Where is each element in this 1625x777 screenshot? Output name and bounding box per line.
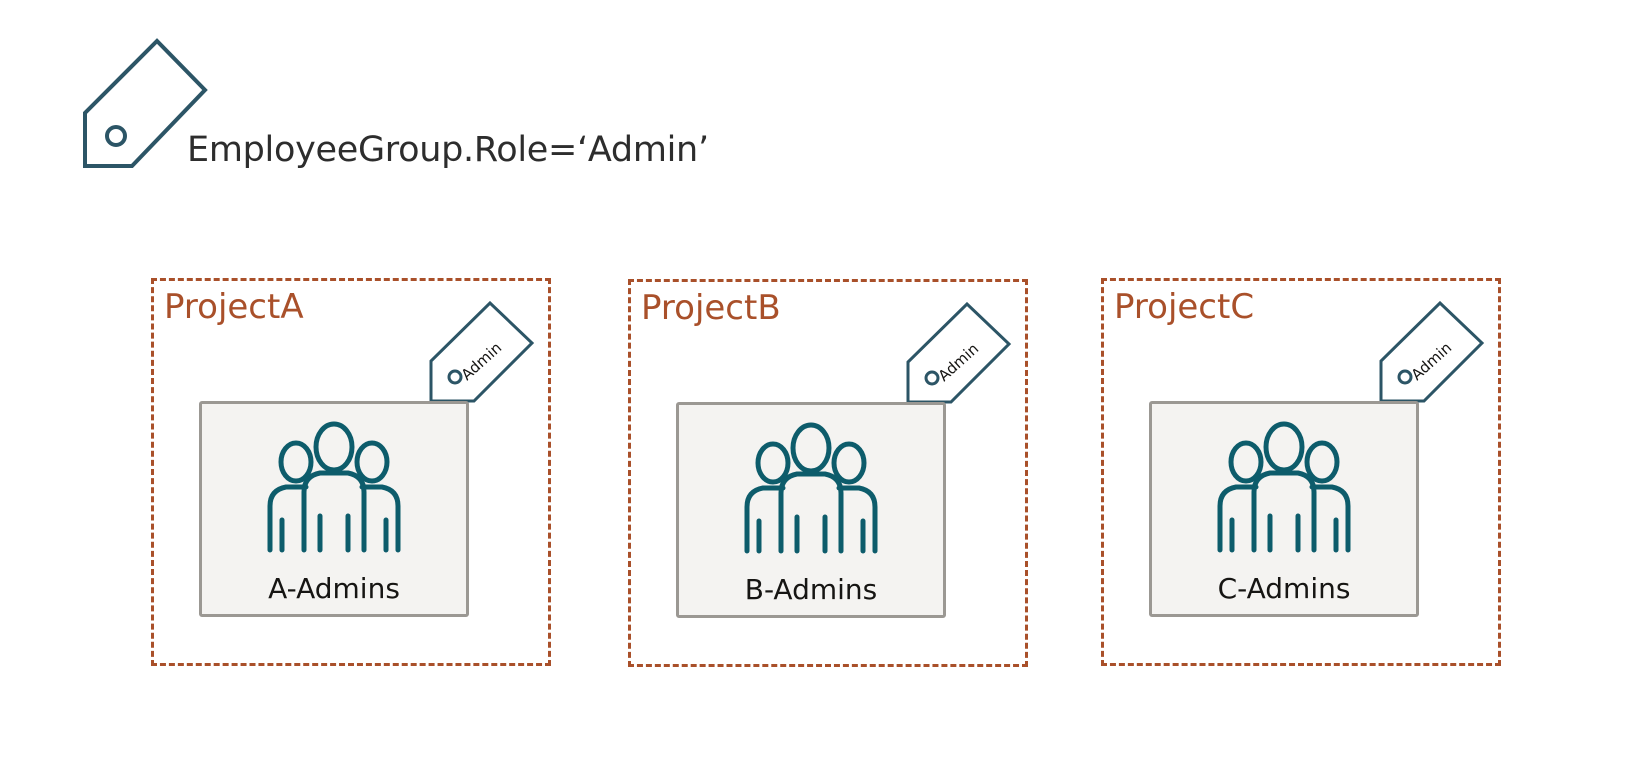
- project-title: ProjectC: [1114, 287, 1255, 327]
- tag-icon: [83, 38, 208, 168]
- project-box-c: ProjectC Admin C-Admins: [1101, 278, 1501, 666]
- group-label: A-Admins: [268, 572, 400, 605]
- people-group-icon: [1217, 421, 1351, 553]
- group-label: B-Admins: [744, 573, 878, 606]
- people-group-icon: [744, 422, 878, 554]
- group-card[interactable]: B-Admins: [676, 402, 946, 618]
- people-group-icon: [267, 421, 401, 553]
- group-card[interactable]: A-Admins: [199, 401, 469, 617]
- admin-tag-icon: Admin: [429, 301, 535, 403]
- group-card[interactable]: C-Admins: [1149, 401, 1419, 617]
- tag-expression-label: EmployeeGroup.Role=‘Admin’: [187, 130, 709, 170]
- admin-tag-icon: Admin: [906, 302, 1012, 404]
- admin-tag-icon: Admin: [1379, 301, 1485, 403]
- group-label: C-Admins: [1217, 572, 1351, 605]
- project-title: ProjectA: [164, 287, 304, 327]
- project-title: ProjectB: [641, 288, 781, 328]
- project-box-a: ProjectA Admin A-Admins: [151, 278, 551, 666]
- project-box-b: ProjectB Admin B-Admins: [628, 279, 1028, 667]
